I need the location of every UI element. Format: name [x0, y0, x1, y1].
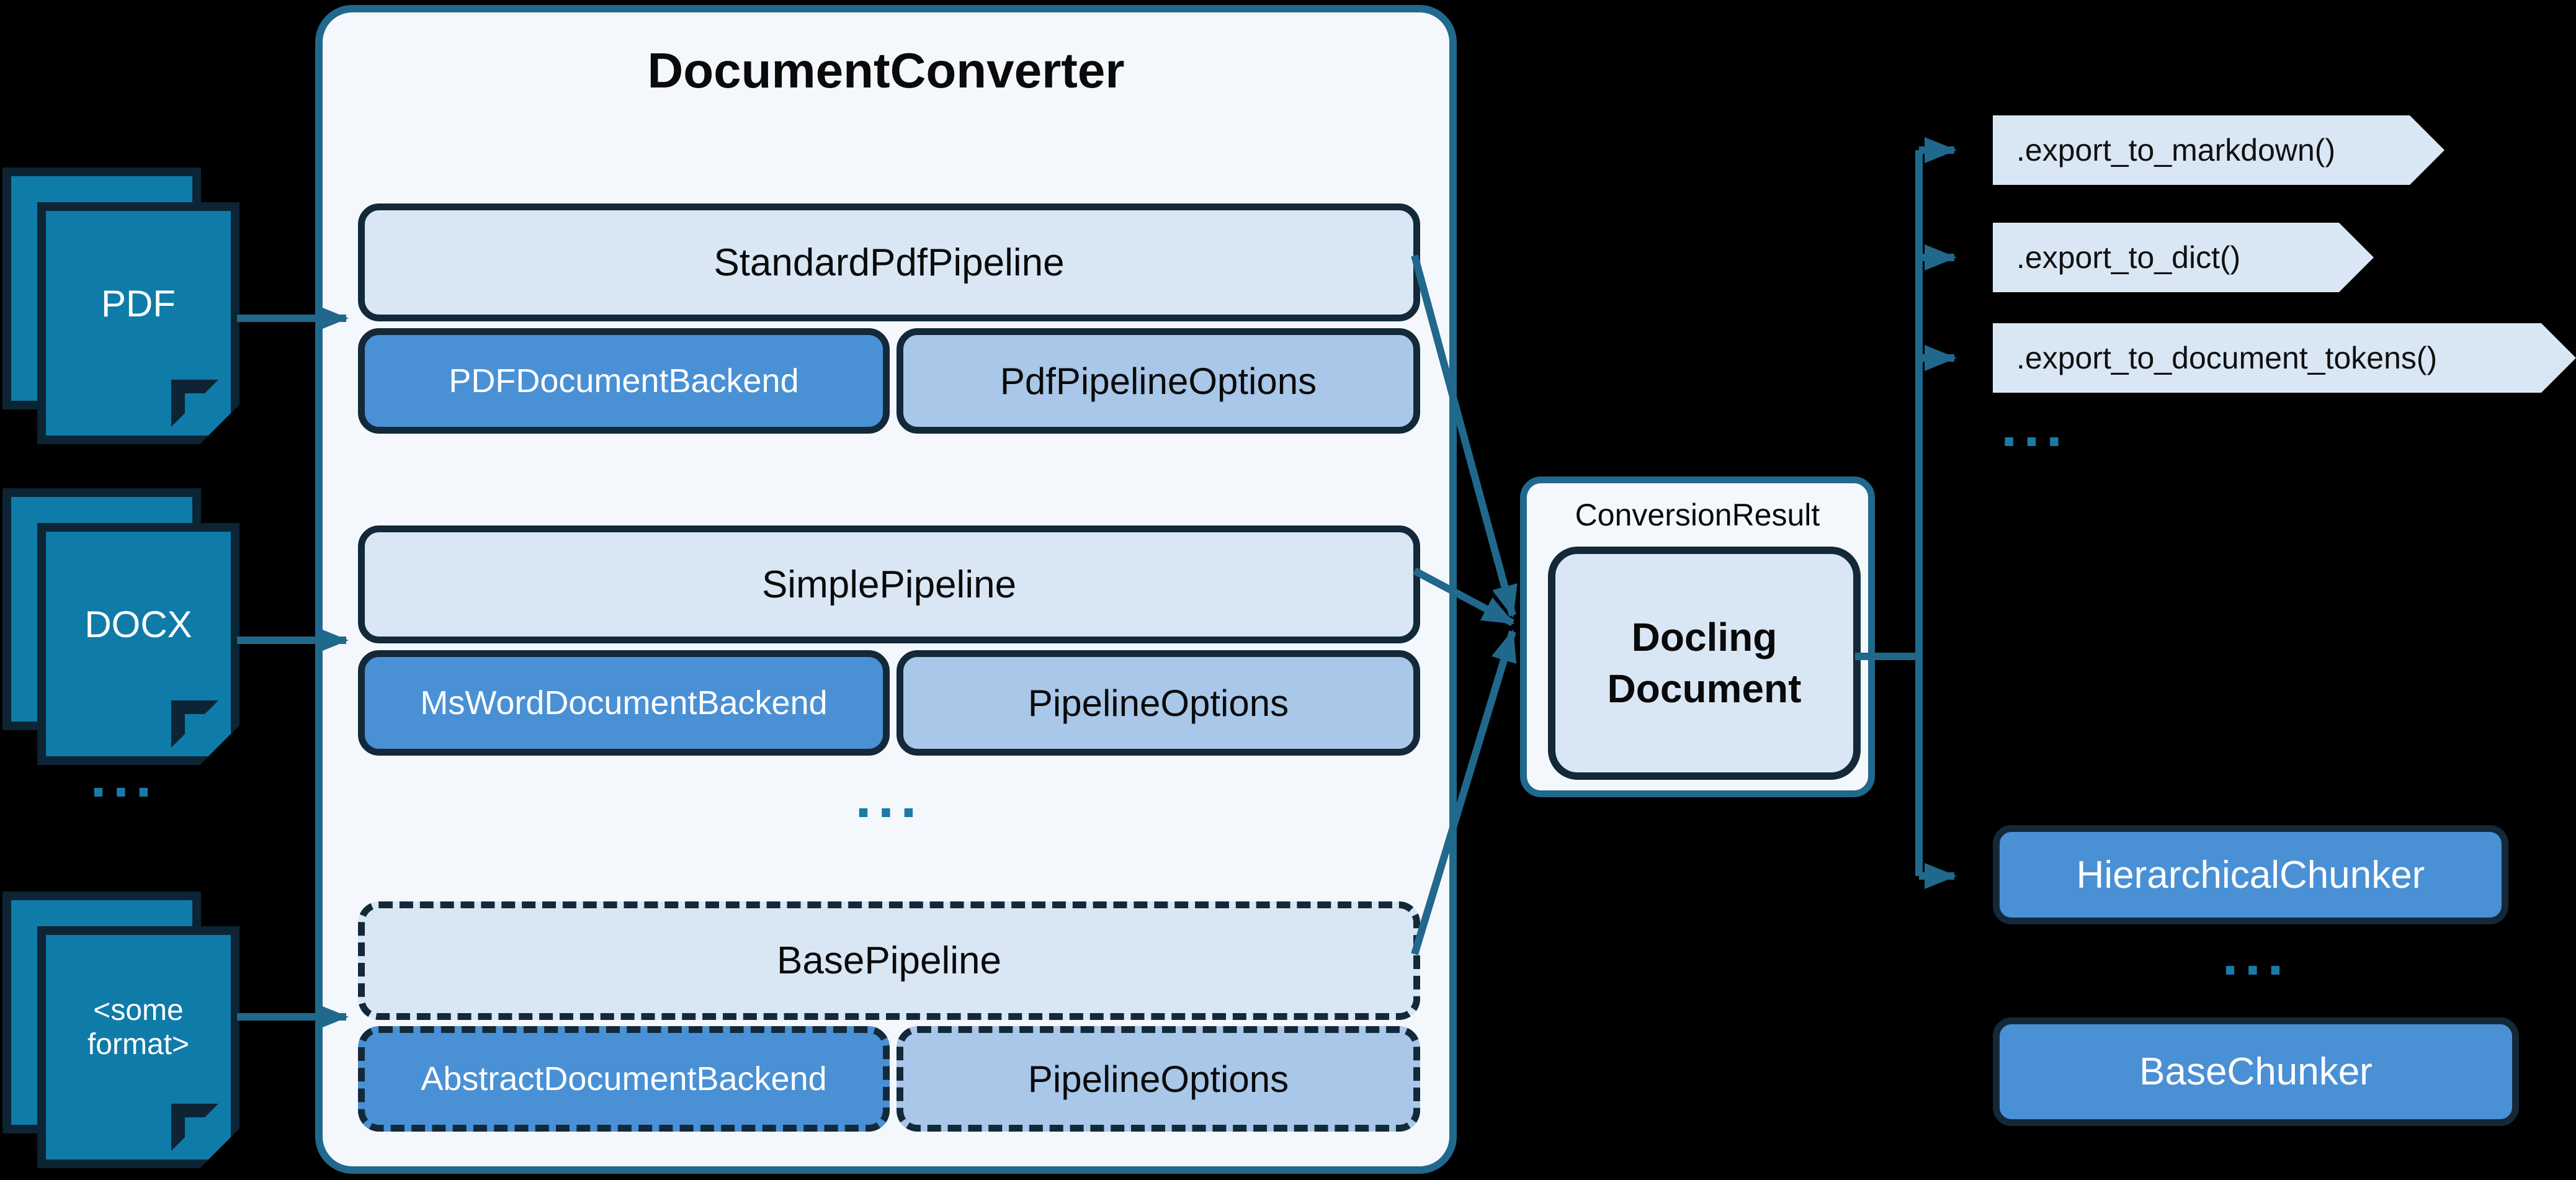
- export-to-markdown-chevron: .export_to_markdown(): [1993, 115, 2444, 185]
- input-format-label: <some format>: [87, 993, 190, 1061]
- msword-document-backend-box: MsWordDocumentBackend: [358, 650, 890, 756]
- document-page-front-icon: [37, 202, 239, 444]
- input-pdf-documents-icon: PDF: [2, 168, 246, 454]
- document-page-front-icon: [37, 926, 239, 1168]
- export-to-document-tokens-chevron: .export_to_document_tokens(): [1993, 323, 2576, 393]
- conversion-result-box: ConversionResult Docling Document: [1520, 476, 1875, 797]
- exports-ellipsis: ...: [2001, 393, 2069, 459]
- export-label: .export_to_document_tokens(): [2016, 341, 2438, 375]
- options-label: PdfPipelineOptions: [1000, 360, 1317, 402]
- export-label: .export_to_markdown(): [2016, 133, 2336, 168]
- base-pipeline-options-box: PipelineOptions: [897, 1026, 1420, 1132]
- input-format-label: DOCX: [84, 603, 192, 645]
- simple-pipeline-box: SimplePipeline: [358, 525, 1420, 643]
- base-chunker-box: BaseChunker: [1993, 1017, 2519, 1126]
- conversion-result-title: ConversionResult: [1575, 498, 1820, 532]
- pdf-pipeline-options-box: PdfPipelineOptions: [897, 328, 1420, 434]
- chunker-label: HierarchicalChunker: [2076, 853, 2425, 896]
- pipeline-label: StandardPdfPipeline: [713, 241, 1065, 284]
- abstract-document-backend-box: AbstractDocumentBackend: [358, 1026, 890, 1132]
- document-converter-panel: DocumentConverter StandardPdfPipeline PD…: [315, 5, 1457, 1174]
- backend-label: AbstractDocumentBackend: [421, 1060, 827, 1097]
- pipeline-label: BasePipeline: [777, 939, 1001, 982]
- document-converter-title: DocumentConverter: [647, 43, 1125, 98]
- standard-pdf-pipeline-box: StandardPdfPipeline: [358, 203, 1420, 321]
- pipeline-options-box: PipelineOptions: [897, 650, 1420, 756]
- docling-document-label: Docling Document: [1607, 614, 1802, 711]
- pipeline-label: SimplePipeline: [761, 563, 1017, 606]
- backend-label: PDFDocumentBackend: [449, 362, 799, 400]
- base-pipeline-box: BasePipeline: [358, 901, 1420, 1020]
- chunkers-ellipsis: ...: [2222, 922, 2290, 988]
- input-format-label: PDF: [101, 282, 176, 324]
- options-label: PipelineOptions: [1027, 682, 1289, 724]
- backend-label: MsWordDocumentBackend: [420, 684, 828, 722]
- options-label: PipelineOptions: [1027, 1058, 1289, 1100]
- input-docx-documents-icon: DOCX: [2, 488, 246, 775]
- chunker-label: BaseChunker: [2139, 1050, 2373, 1093]
- export-label: .export_to_dict(): [2016, 240, 2241, 275]
- export-to-dict-chevron: .export_to_dict(): [1993, 223, 2374, 292]
- inputs-ellipsis: ...: [90, 744, 158, 810]
- hierarchical-chunker-box: HierarchicalChunker: [1993, 825, 2508, 924]
- docling-document-box: Docling Document: [1548, 547, 1861, 780]
- document-page-front-icon: [37, 523, 239, 765]
- pdf-document-backend-box: PDFDocumentBackend: [358, 328, 890, 434]
- input-some-format-documents-icon: <some format>: [2, 892, 246, 1178]
- pipelines-ellipsis: ...: [855, 764, 923, 830]
